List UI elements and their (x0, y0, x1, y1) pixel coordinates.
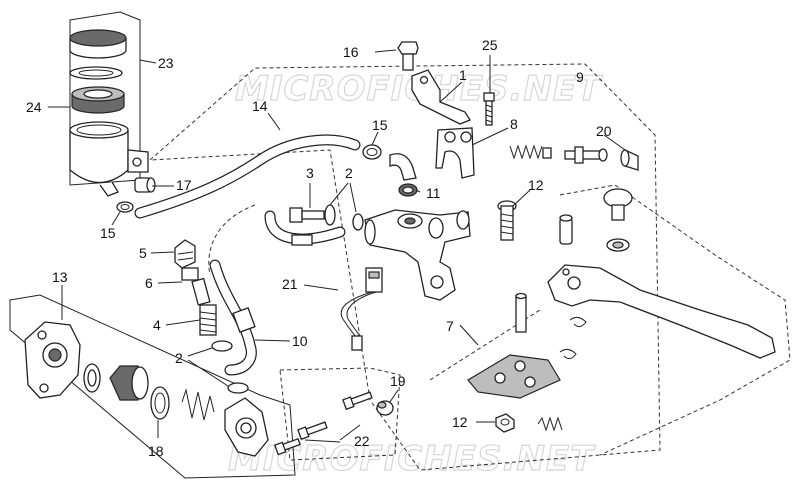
mount-bracket-1 (411, 69, 471, 125)
callout-11: 11 (426, 185, 441, 201)
fitting-4 (199, 304, 249, 394)
elbow-fitting (389, 153, 418, 197)
callout-23: 23 (158, 55, 174, 71)
screws-22 (273, 391, 373, 456)
bolt-25 (483, 92, 495, 126)
washer-2-lower-b (227, 382, 249, 394)
pivot-bolt-12 (497, 200, 517, 241)
spring-small (537, 416, 563, 432)
banjo-bolt-3 (289, 204, 364, 231)
washer-2-lower-a (211, 340, 233, 352)
switch-connector-21 (340, 267, 383, 351)
callout-18: 18 (148, 443, 164, 459)
callout-8: 8 (510, 116, 518, 132)
callout-7: 7 (446, 318, 454, 334)
callout-15-left: 15 (100, 225, 116, 241)
circlips (559, 316, 587, 360)
reservoir-gasket (69, 66, 123, 80)
callout-2-bottom: 2 (175, 350, 183, 366)
callout-16: 16 (343, 44, 359, 60)
callout-25: 25 (482, 37, 498, 53)
callout-5: 5 (139, 245, 147, 261)
callout-1: 1 (459, 67, 467, 83)
bolt-16 (397, 41, 419, 71)
reservoir-body (69, 130, 129, 183)
callout-3: 3 (306, 165, 314, 181)
assembly-9-outline (149, 63, 661, 471)
fitting-6 (181, 267, 211, 306)
callout-19: 19 (390, 373, 406, 389)
reservoir-outlet (99, 181, 119, 197)
lever-adjuster-knob (603, 188, 633, 252)
clutch-lever (547, 264, 776, 359)
slave-cylinder-13 (24, 321, 81, 399)
callout-14: 14 (252, 98, 268, 114)
callout-6: 6 (145, 275, 153, 291)
hose-link-dashed (208, 204, 256, 276)
part-17-fitting (134, 177, 156, 193)
clamp-15-upper (116, 201, 134, 213)
callout-21: 21 (282, 276, 298, 292)
callout-9: 9 (576, 69, 584, 85)
callout-12-bottom: 12 (452, 414, 468, 430)
spring-lower (181, 388, 215, 421)
callout-22: 22 (354, 433, 370, 449)
spring-rod-assembly (509, 144, 608, 164)
washer-2-upper-b (352, 213, 364, 231)
nut-12 (495, 413, 515, 433)
pivot-pin-7 (515, 292, 527, 333)
lever-pivot-pin (559, 214, 573, 245)
lever-bracket (467, 354, 561, 399)
callout-4: 4 (153, 317, 161, 333)
callout-10: 10 (292, 333, 308, 349)
callout-20: 20 (596, 123, 612, 139)
handlebar-clamp-8 (435, 127, 475, 179)
callout-17: 17 (176, 177, 192, 193)
cap-19 (376, 400, 394, 416)
leader-lines (48, 49, 629, 443)
lever-group-outline (559, 184, 791, 456)
washer-2-upper-a (324, 204, 336, 226)
banjo-hose-upper (264, 210, 346, 246)
slave-piston-parts (83, 363, 269, 457)
callout-24: 24 (26, 99, 42, 115)
clutch-hose-10 (209, 259, 257, 376)
reservoir-assembly (69, 29, 149, 197)
master-cylinder-body (364, 209, 471, 301)
bushing-20 (620, 148, 639, 171)
callout-labels: 16 1 25 9 8 20 14 15 3 2 11 12 17 15 5 6… (26, 37, 612, 459)
clamp-15-lower (362, 144, 382, 160)
callout-2-top: 2 (345, 165, 353, 181)
fitting-5 (174, 239, 196, 269)
reservoir-cap-top (69, 29, 127, 47)
callout-12-top: 12 (528, 177, 544, 193)
callout-15-top: 15 (372, 117, 388, 133)
callout-13: 13 (52, 269, 68, 285)
seal-18 (150, 386, 170, 420)
reservoir-hose-14 (134, 134, 361, 219)
